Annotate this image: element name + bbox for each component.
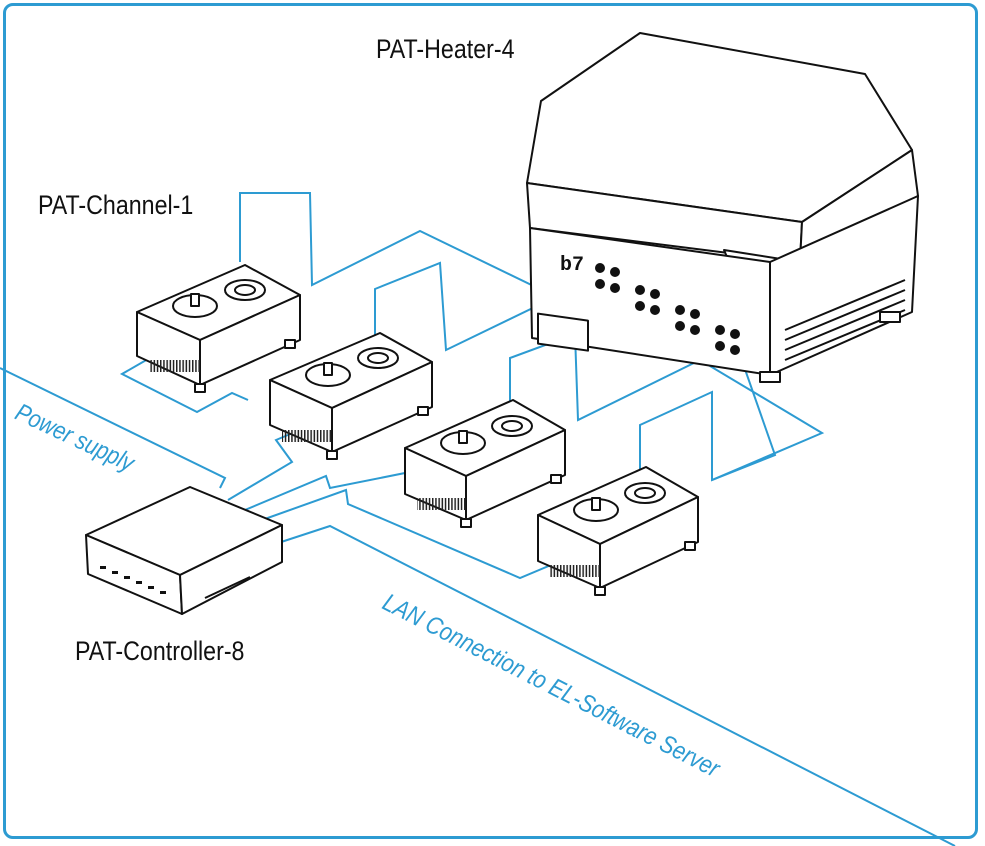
channel-label: PAT-Channel-1 [38,190,194,220]
controller-label: PAT-Controller-8 [75,636,245,666]
cable-lan [271,524,956,846]
heater-display-readout: b7 [560,254,584,277]
channel-unit-2 [269,332,433,460]
heater-foot [879,311,901,323]
heater-unit [526,32,919,383]
cable-channel-4 [261,354,777,580]
heater-connectors [595,263,740,355]
cable-channel-1 [119,192,613,414]
heater-display-frame [537,312,589,352]
channel-unit-1 [136,264,301,393]
heater-label: PAT-Heater-4 [376,34,515,64]
controller-unit [85,486,283,615]
heater-foot [759,371,781,383]
channel-unit-4 [537,466,699,596]
channel-unit-3 [404,399,566,528]
cable-power-supply [0,367,227,489]
